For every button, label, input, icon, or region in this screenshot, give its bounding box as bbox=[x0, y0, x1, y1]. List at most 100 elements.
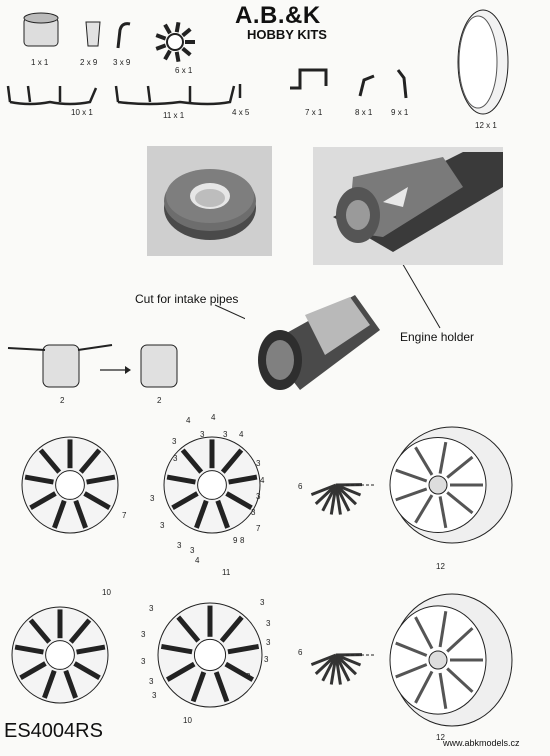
callout: 3 bbox=[149, 677, 154, 686]
assembly-c-cylinder bbox=[395, 487, 428, 502]
part-quantity: x 5 bbox=[238, 108, 250, 117]
assembly-c-star-part-6 bbox=[314, 483, 338, 505]
part-number: 3 bbox=[113, 58, 118, 67]
part-quantity: x 1 bbox=[82, 108, 93, 117]
assembly-f-cylinder bbox=[395, 641, 428, 657]
callout: 4 bbox=[195, 556, 200, 565]
part-quantity: x 1 bbox=[486, 121, 497, 130]
part-label-12: 12 x 1 bbox=[475, 121, 497, 130]
part-quantity: x 1 bbox=[173, 111, 185, 120]
part-6-spoke bbox=[181, 27, 192, 38]
assembly-d-cylinder bbox=[63, 669, 78, 699]
assembly-c-star-part-6 bbox=[310, 483, 337, 497]
step-cylinder-after bbox=[140, 344, 178, 388]
part-label-6: 6 x 1 bbox=[175, 66, 192, 75]
assembly-d-cylinder bbox=[28, 618, 52, 644]
assembly-d-hub bbox=[45, 640, 75, 670]
callout: 6 bbox=[298, 648, 303, 657]
assembly-c-star-part-6 bbox=[334, 483, 358, 506]
assembly-f-star-part-6 bbox=[334, 654, 342, 685]
part-number: 7 bbox=[305, 108, 310, 117]
callout: 3 bbox=[256, 459, 261, 468]
part-number: 12 bbox=[475, 121, 484, 130]
part-6-spoke bbox=[181, 46, 192, 57]
callout: 3 bbox=[266, 638, 271, 647]
part-quantity: x 1 bbox=[361, 108, 373, 117]
assembly-f-cylinder bbox=[438, 672, 448, 709]
callout: 6 bbox=[298, 482, 303, 491]
part-number: 8 bbox=[355, 108, 360, 117]
brand-subtitle: HOBBY KITS bbox=[247, 27, 327, 42]
callout: 4 bbox=[260, 476, 265, 485]
callout: 7 bbox=[256, 524, 261, 533]
assembly-c-star-part-6 bbox=[321, 484, 338, 512]
assembly-f-cylinder bbox=[438, 611, 448, 648]
callout: 3 bbox=[200, 430, 205, 439]
assembly-e-cylinder bbox=[176, 615, 201, 643]
assembly-b-cylinder bbox=[225, 491, 253, 510]
part-number: 1 bbox=[31, 58, 36, 67]
assembly-f-cylinder bbox=[414, 616, 434, 650]
assembly-a-cylinder bbox=[83, 491, 111, 510]
callout: 4 bbox=[239, 430, 244, 439]
assembly-e-cylinder bbox=[213, 671, 230, 703]
assembly-e-cylinder bbox=[190, 671, 207, 703]
part-6-spoke bbox=[155, 43, 167, 51]
assembly-a-cylinder bbox=[86, 474, 116, 485]
part-label-3: 3 x 9 bbox=[113, 58, 130, 67]
callout: 8 bbox=[240, 536, 245, 545]
callout: 3 bbox=[152, 691, 157, 700]
assembly-f-star-part-6 bbox=[334, 654, 351, 682]
callout: 3 bbox=[246, 672, 251, 681]
product-code: ES4004RS bbox=[4, 720, 103, 742]
callout: 3 bbox=[256, 492, 261, 501]
part-number: 10 bbox=[71, 108, 80, 117]
part-label-8: 8 x 1 bbox=[355, 108, 372, 117]
part-quantity: x 1 bbox=[397, 108, 409, 117]
part-label-9: 9 x 1 bbox=[391, 108, 408, 117]
brand-title: A.B.&K bbox=[235, 2, 321, 29]
part-1-crankcase-top bbox=[23, 12, 59, 24]
callout: 3 bbox=[149, 604, 154, 613]
part-quantity: x 1 bbox=[37, 58, 49, 67]
assembly-a-cylinder bbox=[29, 491, 57, 510]
assembly-d-cylinder bbox=[68, 618, 92, 644]
part-number: 2 bbox=[80, 58, 85, 67]
assembly-d-cylinder bbox=[76, 644, 106, 655]
part-6-spoke bbox=[174, 51, 181, 63]
photo-cut-intake bbox=[245, 285, 385, 395]
callout: 12 bbox=[436, 562, 445, 571]
callout: 3 bbox=[264, 655, 269, 664]
part-label-4: 4 x 5 bbox=[232, 108, 249, 117]
assembly-c-cylinder bbox=[446, 491, 474, 515]
assembly-c-cylinder bbox=[414, 494, 434, 524]
callout: 10 bbox=[102, 588, 111, 597]
callout: 3 bbox=[141, 657, 146, 666]
part-label-1: 1 x 1 bbox=[31, 58, 48, 67]
assembly-a-cylinder bbox=[78, 448, 102, 474]
assembly-e-cylinder bbox=[219, 615, 244, 643]
assembly-b-cylinder bbox=[166, 474, 196, 485]
part-8-pipe bbox=[358, 74, 375, 97]
assembly-a-cylinder bbox=[73, 499, 88, 529]
part-11-manifold bbox=[114, 85, 236, 106]
assembly-c-cylinder bbox=[414, 446, 434, 476]
assembly-f-cylinder bbox=[395, 663, 428, 679]
photo-engine-ring bbox=[147, 146, 272, 256]
part-number: 6 bbox=[175, 66, 180, 75]
assembly-f-star-part-6 bbox=[321, 654, 338, 682]
part-quantity: x 9 bbox=[119, 58, 131, 67]
part-3-pipe bbox=[116, 22, 131, 49]
cutter-right bbox=[77, 344, 113, 351]
callout: 3 bbox=[190, 546, 195, 555]
step-arrowhead bbox=[125, 366, 131, 374]
assembly-c-star-part-6 bbox=[329, 484, 338, 515]
part-quantity: x 9 bbox=[86, 58, 98, 67]
assembly-b-hub bbox=[197, 470, 227, 500]
step-label-before: 2 bbox=[60, 396, 65, 405]
part-6-hub bbox=[166, 33, 184, 51]
assembly-e-cylinder bbox=[227, 643, 260, 655]
assembly-e-cylinder bbox=[160, 643, 193, 655]
assembly-f-cylinder bbox=[446, 627, 474, 653]
website-url: www.abkmodels.cz bbox=[443, 738, 520, 748]
